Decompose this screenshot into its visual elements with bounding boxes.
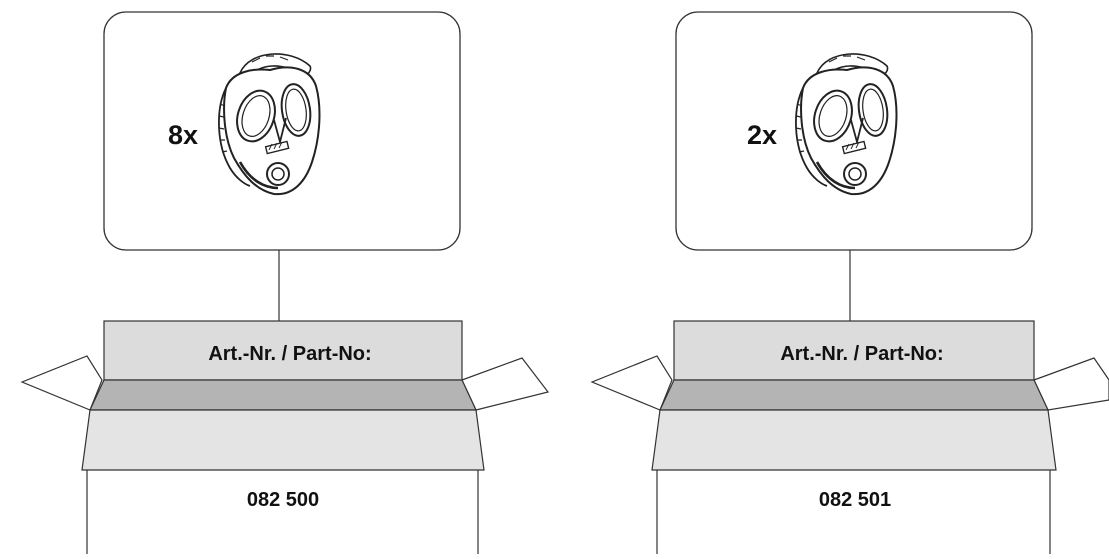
box-front-panel <box>651 409 1057 471</box>
box-flap-left <box>590 355 673 411</box>
box-back-panel <box>103 320 463 381</box>
box-back-panel <box>673 320 1035 381</box>
box-flap-left <box>20 355 103 411</box>
box-opening <box>659 379 1049 411</box>
package-1: 8x Art.-Nr. / Part-No: 082 500 <box>20 11 550 554</box>
part-number-value: 082 501 <box>819 489 891 511</box>
box-flap-right <box>1033 357 1109 411</box>
part-number-label: Art.-Nr. / Part-No: <box>208 343 371 365</box>
part-number-label: Art.-Nr. / Part-No: <box>780 343 943 365</box>
quantity-label: 8x <box>168 120 198 150</box>
box-opening <box>89 379 477 411</box>
box-front-panel <box>81 409 485 471</box>
box-flap-right <box>461 357 550 411</box>
quantity-label: 2x <box>747 120 777 150</box>
package-2: 2x Art.-Nr. / Part-No: 082 501 <box>590 11 1109 554</box>
part-number-value: 082 500 <box>247 489 319 511</box>
